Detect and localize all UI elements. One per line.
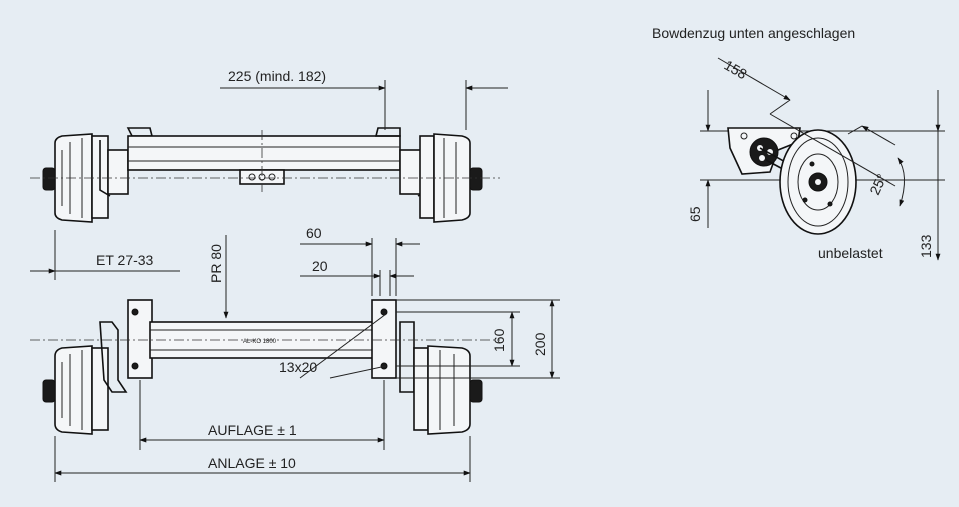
left-brake-housing xyxy=(107,149,129,195)
dim-20-label: 20 xyxy=(312,258,328,274)
left-drum-ring-front xyxy=(91,347,109,431)
axle-tube-top xyxy=(127,135,401,171)
side-bolt-cluster xyxy=(749,137,779,167)
bowden-title: Bowdenzug unten angeschlagen xyxy=(652,25,855,41)
right-bracket-top xyxy=(374,127,401,137)
dim-225-label: 225 (mind. 182) xyxy=(228,68,326,84)
pr-80-label: PR 80 xyxy=(208,244,224,283)
left-bracket-top xyxy=(126,127,154,137)
axle-front-view: AL-KO 1800 PR 80 60 20 160 xyxy=(30,225,560,482)
side-view: Bowdenzug unten angeschlagen 65 133 xyxy=(652,25,945,261)
dim-158-label: 158 xyxy=(722,57,750,83)
right-arm xyxy=(399,321,415,393)
dim-60-label: 60 xyxy=(306,225,322,241)
right-drum-ring xyxy=(419,135,435,219)
left-hub-cap xyxy=(42,167,56,191)
et-label: ET 27-33 xyxy=(96,252,154,268)
right-drum-front xyxy=(427,345,471,435)
dim-200-label: 200 xyxy=(532,332,548,356)
auflage-label: AUFLAGE ± 1 xyxy=(208,422,297,438)
svg-text:AL-KO 1800: AL-KO 1800 xyxy=(243,339,277,345)
unbelastet-label: unbelastet xyxy=(818,245,883,261)
right-hub-cap-front xyxy=(469,379,483,403)
right-hub-cap xyxy=(469,167,483,191)
anlage-label: ANLAGE ± 10 xyxy=(208,455,296,471)
bolt-size-label: 13x20 xyxy=(279,359,317,375)
left-arm xyxy=(99,321,128,393)
angle-25-label: 25° xyxy=(866,171,889,197)
left-hub-cap-front xyxy=(42,379,56,403)
right-drum-ring-front xyxy=(413,347,429,431)
dim-160-label: 160 xyxy=(491,328,507,352)
dim-133-label: 133 xyxy=(918,234,934,258)
right-brake-housing xyxy=(399,149,423,195)
dim-65-label: 65 xyxy=(687,206,703,222)
left-drum-front xyxy=(54,345,93,435)
axle-top-view: 225 (mind. 182) ET 27-33 xyxy=(30,68,508,280)
